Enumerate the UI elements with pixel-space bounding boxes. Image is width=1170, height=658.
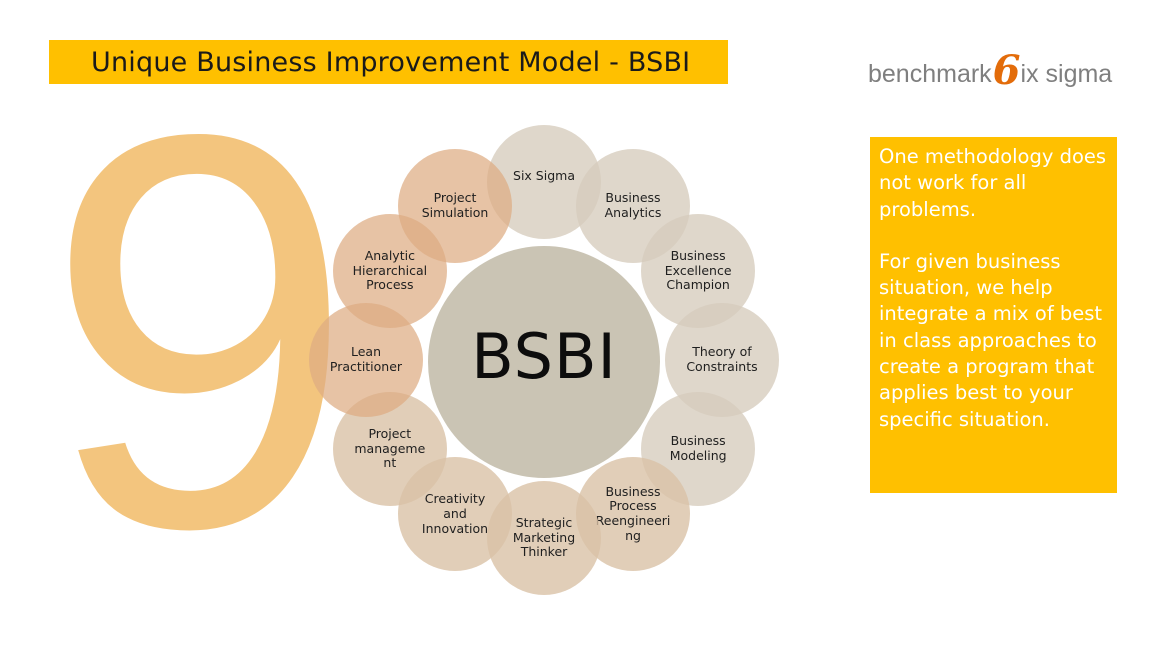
info-callout-box: One methodology does not work for all pr… [870,137,1117,493]
center-circle-bsbi: BSBI [428,246,660,478]
logo-text-benchmark: benchmark [868,59,992,88]
bubble-label: Project manageme nt [354,425,426,471]
title-banner: Unique Business Improvement Model - BSBI [49,40,728,84]
callout-paragraph-2: For given business situation, we help in… [879,249,1103,431]
bubble-label: Business Analytics [604,190,662,220]
bubble-label: Business Process Reengineeri ng [595,483,671,543]
callout-paragraph-1: One methodology does not work for all pr… [879,145,1107,221]
bubble-5: Business Modeling [641,392,756,506]
bubble-label: Creativity and Innovation [421,490,489,536]
bubble-label: Six Sigma [513,167,575,183]
big-number-nine: 9 [44,18,356,644]
bubble-label: Business Modeling [669,433,727,463]
page-title: Unique Business Improvement Model - BSBI [91,46,691,78]
bubble-label: Strategic Marketing Thinker [512,514,576,560]
logo-text-ix-sigma: ix sigma [1020,59,1113,88]
bubble-6: Business Process Reengineeri ng [576,457,690,572]
logo-six-glyph: 6 [992,46,1021,94]
bubble-2: Business Analytics [576,148,690,263]
bubble-label: Analytic Hierarchical Process [352,247,428,293]
bubble-label: Project Simulation [421,190,489,220]
bubble-label: Theory of Constraints [686,344,758,374]
bubble-7: Strategic Marketing Thinker [487,481,601,595]
bubble-8: Creativity and Innovation [398,457,512,572]
company-logo: benchmark 6 ix sigma [868,46,1148,100]
bubble-1: Six Sigma [487,125,601,239]
bubble-12: Project Simulation [398,148,512,263]
center-label: BSBI [471,319,617,393]
bubble-3: Business Excellence Champion [641,214,756,328]
bubble-4: Theory of Constraints [665,303,779,417]
bubble-label: Business Excellence Champion [664,247,732,293]
